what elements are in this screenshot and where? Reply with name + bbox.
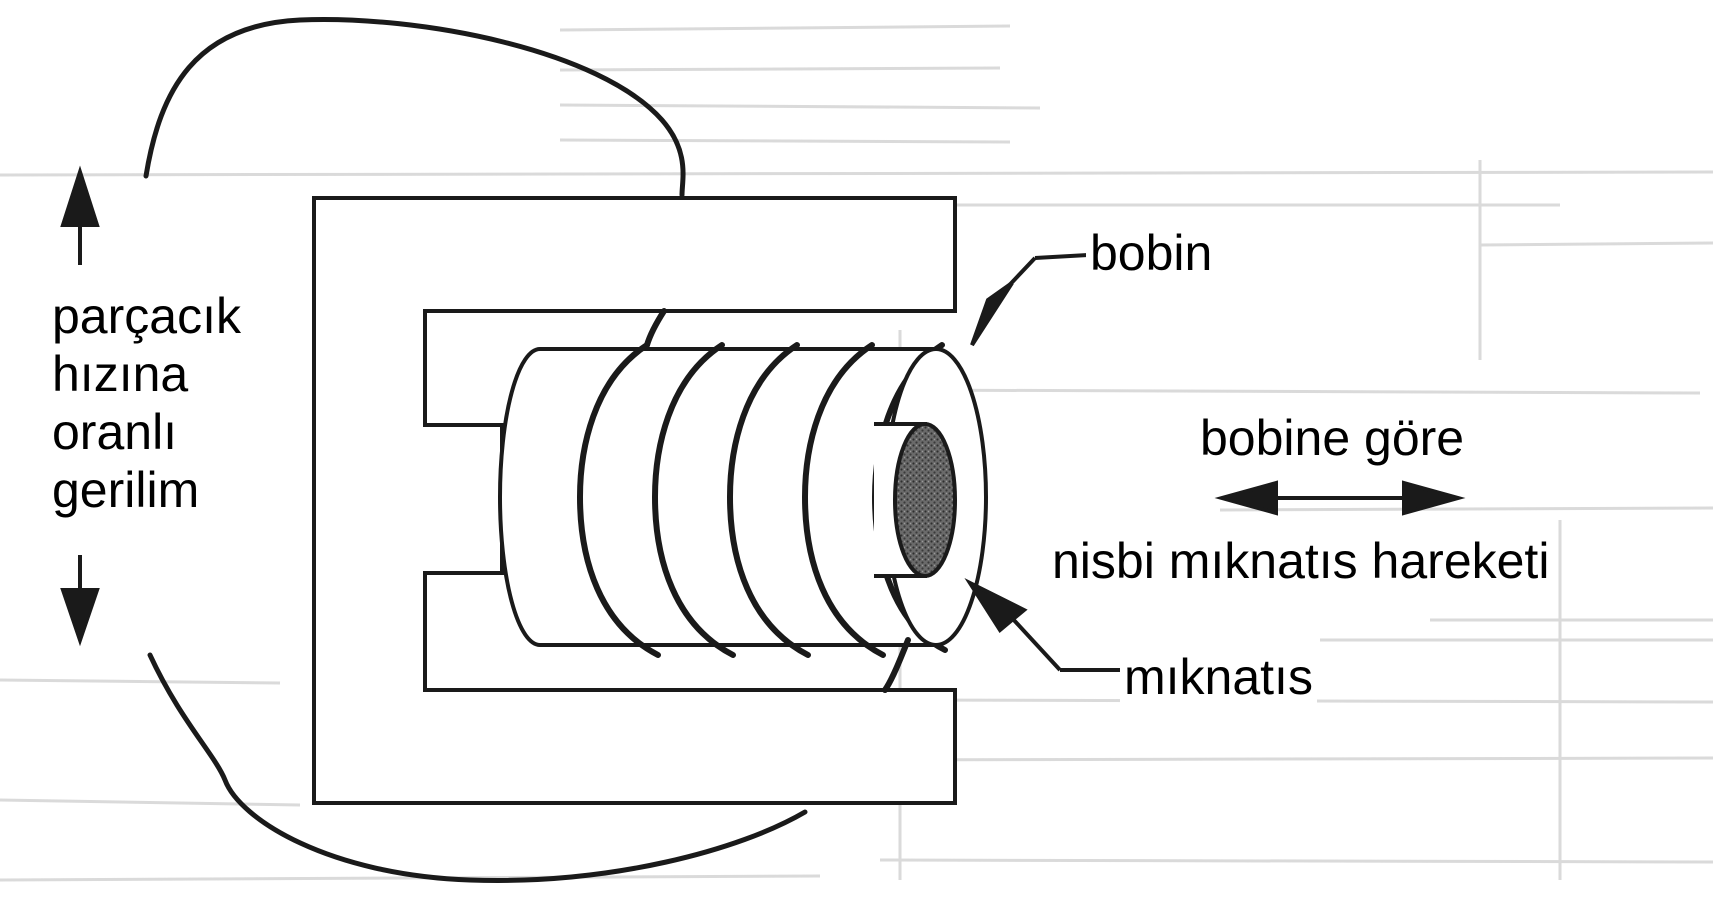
coil-windings [576,308,948,693]
voltage-label-line-3: oranlı [52,404,178,460]
magnet-pointer-arrow [964,577,1124,672]
magnet-label: mıknatıs [1120,648,1317,706]
relative-motion-label-line-1: bobine göre [1196,409,1469,467]
voltage-label-line-1: parçacık [52,288,241,344]
magnet [874,422,957,578]
voltage-label-line-4: gerilim [52,462,200,518]
lead-wire [143,17,686,198]
coil-pointer-arrow [970,253,1089,347]
relative-motion-label-line-2: nisbi mıknatıs hareketi [1048,532,1554,590]
coil [498,347,936,647]
relative-motion-arrow [1214,480,1466,516]
voltage-arrow [60,165,100,647]
coil-label: bobin [1086,224,1217,282]
voltage-label-line-2: hızına [52,346,189,402]
lead-wire-bottom [147,652,808,883]
induced-voltage-label: parçacık hızına oranlı gerilim [48,283,249,525]
pole-piece [312,196,957,805]
